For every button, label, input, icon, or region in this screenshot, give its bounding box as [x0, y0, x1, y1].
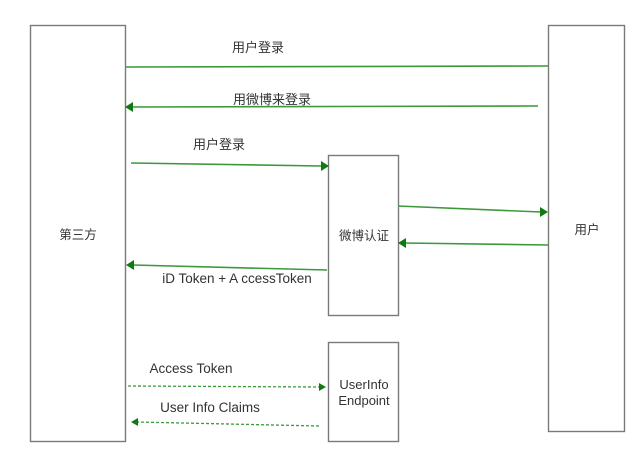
message-login-with-weibo: 用微博来登录 [125, 93, 539, 112]
message-line [404, 242, 549, 246]
message-line [125, 65, 549, 68]
arrowhead-right-icon [319, 383, 326, 391]
message-user-info-claims: User Info Claims [131, 400, 320, 427]
message-label: 用微博来登录 [233, 93, 311, 108]
arrowhead-left-icon [398, 238, 406, 248]
arrowhead-left-icon [125, 102, 133, 112]
message-label: User Info Claims [160, 400, 260, 415]
message-label: iD Token + A ccessToken [162, 271, 311, 286]
weibo-auth-label: 微博认证 [339, 228, 390, 243]
message-id-token: iD Token + A ccessToken [126, 260, 328, 286]
arrowhead-right-icon [321, 161, 329, 171]
weibo-auth-box [327, 154, 400, 317]
message-auth-to-user [397, 205, 548, 217]
message-user-to-auth [398, 238, 549, 248]
message-line [397, 205, 542, 213]
node-weibo-auth: 微博认证 [327, 154, 400, 317]
message-user-login-2: 用户登录 [130, 137, 329, 171]
message-line [136, 421, 320, 427]
arrowhead-left-icon [131, 418, 138, 426]
user-box [547, 24, 626, 433]
message-label: Access Token [149, 361, 232, 376]
message-access-token: Access Token [127, 361, 326, 391]
userinfo-endpoint-label-line1: UserInfo [339, 377, 388, 392]
message-label: 用户登录 [232, 40, 284, 56]
third-party-label: 第三方 [59, 227, 97, 242]
node-user: 用户 [547, 24, 626, 433]
user-label: 用户 [574, 222, 599, 237]
userinfo-endpoint-box [327, 341, 400, 443]
node-userinfo-endpoint: UserInfo Endpoint [327, 341, 400, 443]
message-label: 用户登录 [193, 137, 245, 153]
message-line [131, 105, 539, 108]
userinfo-endpoint-label-line2: Endpoint [338, 393, 390, 408]
message-line [127, 385, 321, 388]
message-user-login-1: 用户登录 [125, 40, 549, 68]
message-line [130, 162, 323, 167]
arrowhead-left-icon [126, 260, 134, 270]
third-party-box [29, 24, 127, 443]
arrowhead-right-icon [540, 207, 548, 217]
message-line [132, 264, 328, 271]
node-third-party: 第三方 [29, 24, 127, 443]
